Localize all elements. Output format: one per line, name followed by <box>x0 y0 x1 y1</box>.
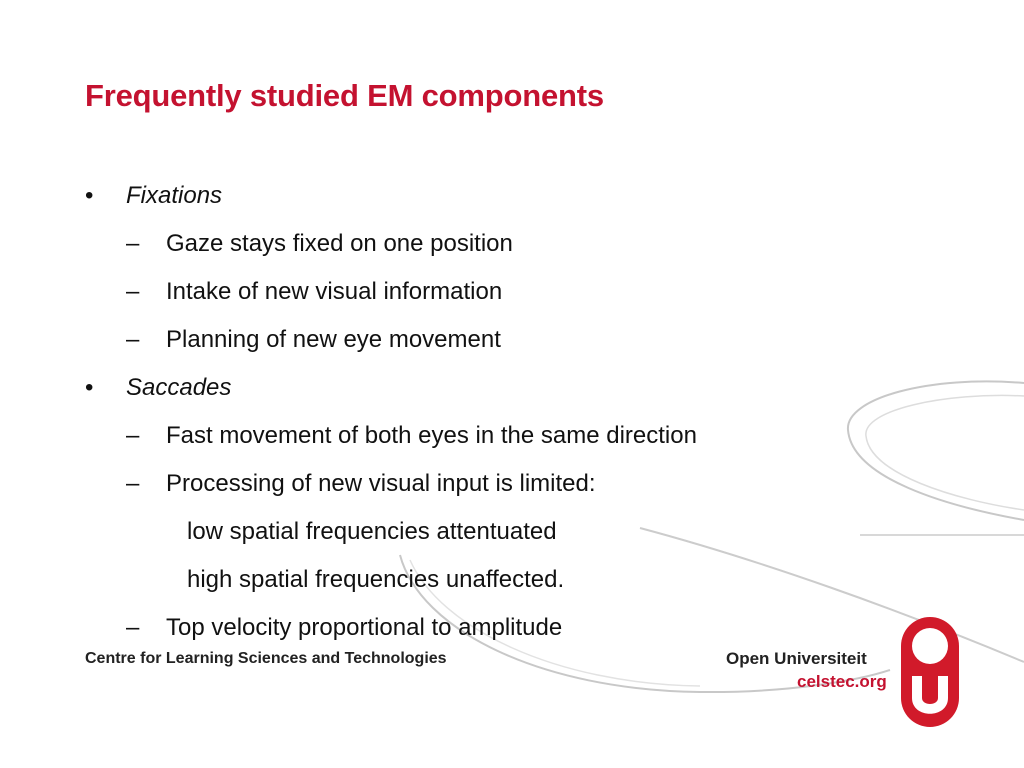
list-item: Saccades <box>126 374 232 401</box>
list-item: Processing of new visual input is limite… <box>166 470 596 497</box>
dash-marker: – <box>126 230 140 257</box>
bullet-marker: • <box>85 374 94 401</box>
dash-marker: – <box>126 470 140 497</box>
dash-marker: – <box>126 326 140 353</box>
list-item: low spatial frequencies attentuated <box>187 518 557 545</box>
dash-marker: – <box>126 614 140 641</box>
bullet-marker: • <box>85 182 94 209</box>
list-item: high spatial frequencies unaffected. <box>187 566 565 593</box>
list-item: Intake of new visual information <box>166 278 503 305</box>
dash-marker: – <box>126 422 140 449</box>
footer-website: celstec.org <box>797 672 887 691</box>
slide-title: Frequently studied EM components <box>85 78 604 113</box>
list-item: Fast movement of both eyes in the same d… <box>166 422 697 449</box>
list-item: Planning of new eye movement <box>166 326 501 353</box>
list-item: Fixations <box>126 182 223 209</box>
list-item: Top velocity proportional to amplitude <box>166 614 563 641</box>
footer-university: Open Universiteit <box>726 649 867 668</box>
ou-logo-icon <box>901 617 959 727</box>
dash-marker: – <box>126 278 140 305</box>
footer-organization: Centre for Learning Sciences and Technol… <box>85 650 447 667</box>
list-item: Gaze stays fixed on one position <box>166 230 513 257</box>
